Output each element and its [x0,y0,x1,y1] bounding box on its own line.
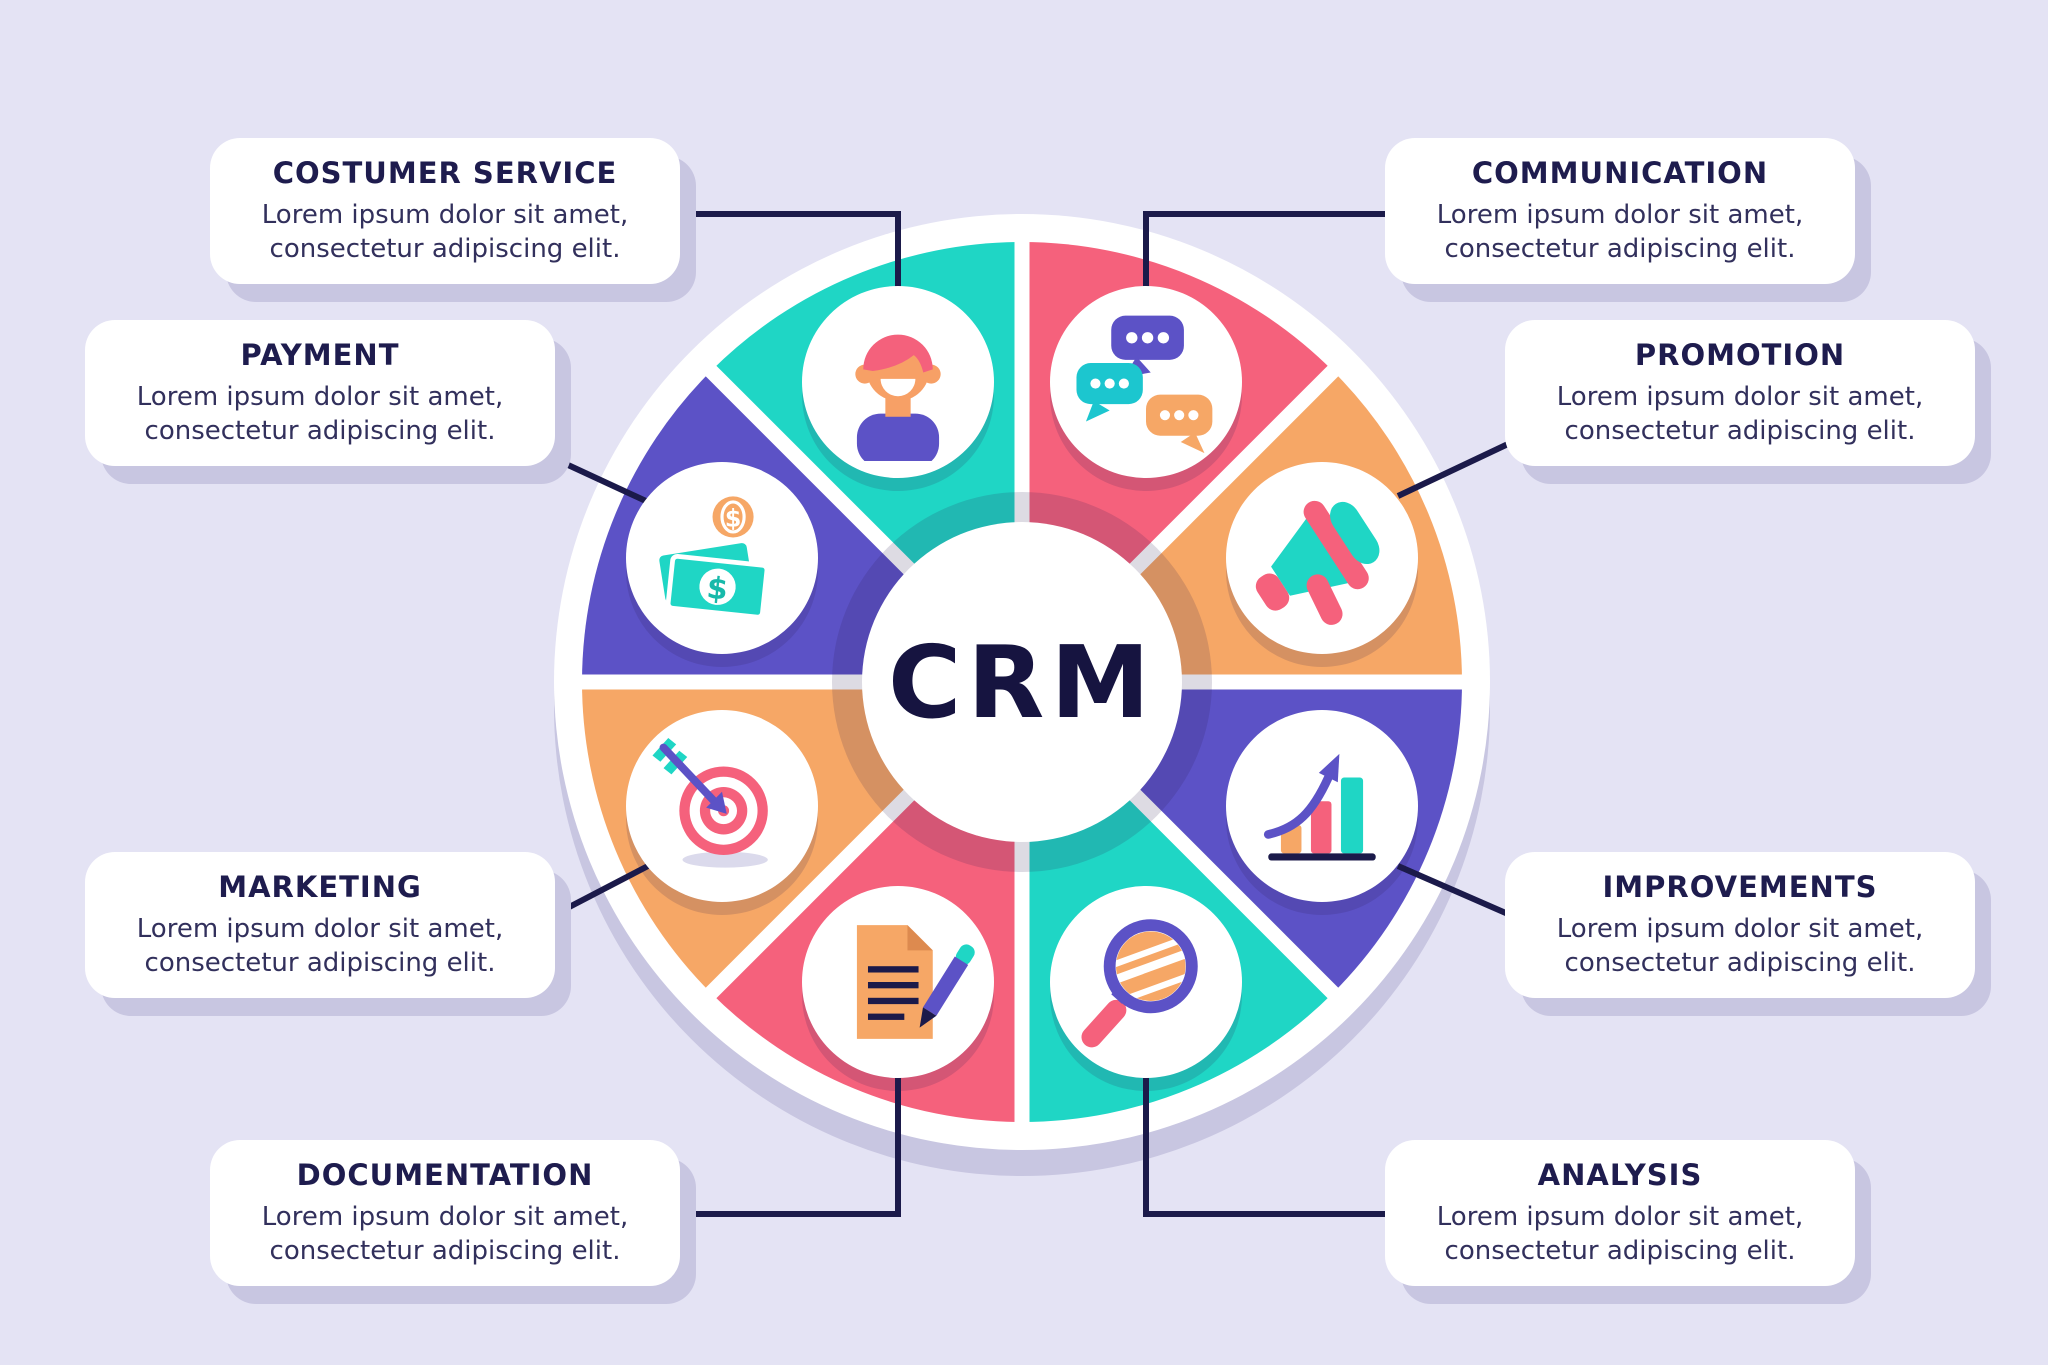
money-icon: $ $ [659,496,770,620]
center-circle: CRM [862,522,1182,842]
chat-bubbles-icon [1076,315,1213,454]
callout-body: Lorem ipsum dolor sit amet, consectetur … [1436,199,1804,264]
callout-title: PAYMENT [240,337,400,372]
callout-body: Lorem ipsum dolor sit amet, consectetur … [136,381,504,446]
callout-body: Lorem ipsum dolor sit amet, consectetur … [261,1201,629,1266]
callout-body: Lorem ipsum dolor sit amet, consectetur … [136,913,504,978]
connector-improvements [1396,863,1510,917]
analysis-icon-circle [1050,886,1242,1078]
callout-body: Lorem ipsum dolor sit amet, consectetur … [261,199,629,264]
communication-icon-circle [1050,286,1242,478]
connector-customer-service [680,211,901,296]
callout-promotion: PROMOTION Lorem ipsum dolor sit amet, co… [1505,320,1975,466]
connector-communication [1143,211,1385,296]
callout-analysis: ANALYSIS Lorem ipsum dolor sit amet, con… [1385,1140,1855,1286]
callout-marketing: MARKETING Lorem ipsum dolor sit amet, co… [85,852,555,998]
connector-analysis [1143,1078,1385,1217]
connectors [538,211,1510,1217]
callout-improvements: IMPROVEMENTS Lorem ipsum dolor sit amet,… [1505,852,1975,998]
svg-text:$: $ [705,571,729,608]
callout-body: Lorem ipsum dolor sit amet, consectetur … [1436,1201,1804,1266]
growth-chart-icon [1263,753,1376,861]
callout-title: DOCUMENTATION [296,1157,594,1192]
payment-icon-circle: $ $ [626,462,818,654]
callout-payment: PAYMENT Lorem ipsum dolor sit amet, cons… [85,320,555,466]
callout-body: Lorem ipsum dolor sit amet, consectetur … [1556,381,1924,446]
center-label: CRM [888,623,1156,741]
connector-promotion [1396,441,1510,499]
document-pen-icon [856,925,975,1039]
callout-title: MARKETING [218,869,422,904]
target-arrow-icon [652,738,768,868]
improvements-icon-circle [1226,710,1418,902]
callout-documentation: DOCUMENTATION Lorem ipsum dolor sit amet… [210,1140,680,1286]
documentation-icon-circle [802,886,994,1078]
magnifier-icon [1081,919,1198,1048]
callout-customer-service: COSTUMER SERVICE Lorem ipsum dolor sit a… [210,138,680,284]
callout-title: COSTUMER SERVICE [272,155,618,190]
svg-text:$: $ [725,504,741,532]
callout-title: IMPROVEMENTS [1602,869,1878,904]
megaphone-icon [1255,500,1380,625]
customer-service-icon-circle [802,286,994,478]
callout-title: COMMUNICATION [1471,155,1769,190]
pen [919,944,975,1028]
orange-bubble [1146,394,1213,454]
marketing-icon-circle [626,710,818,902]
connector-payment [538,449,650,505]
connector-marketing [550,863,650,919]
promotion-icon-circle [1226,462,1418,654]
callout-body: Lorem ipsum dolor sit amet, consectetur … [1556,913,1924,978]
callout-title: PROMOTION [1634,337,1846,372]
callout-communication: COMMUNICATION Lorem ipsum dolor sit amet… [1385,138,1855,284]
teal-bubble [1076,363,1143,422]
connector-documentation [680,1078,901,1217]
person-icon [855,334,941,461]
callout-title: ANALYSIS [1537,1157,1703,1192]
